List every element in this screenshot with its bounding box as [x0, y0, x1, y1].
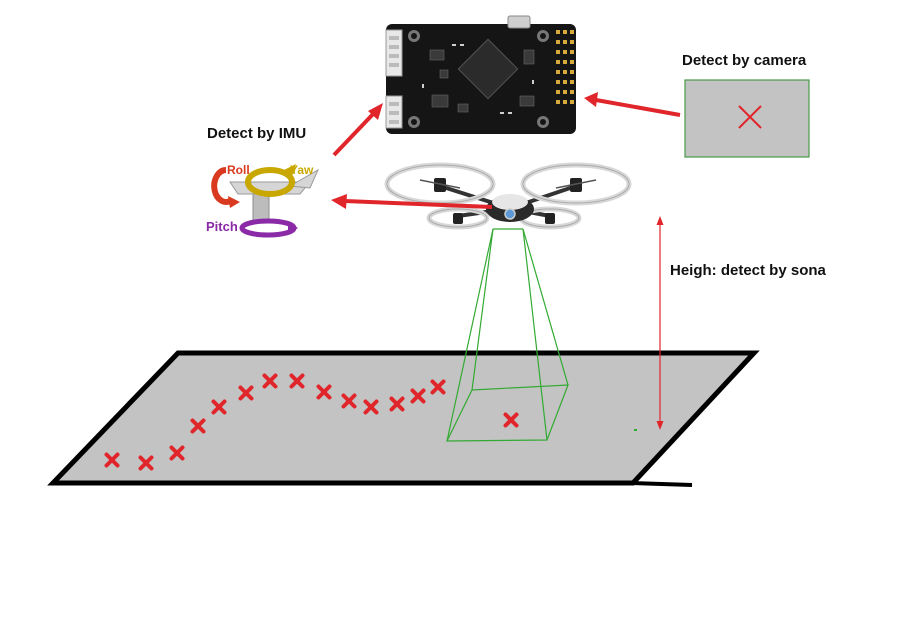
path-marker-x — [262, 373, 278, 389]
path-marker-x — [503, 412, 519, 428]
path-marker-x — [363, 399, 379, 415]
path-marker-x — [138, 455, 154, 471]
path-marker-x — [410, 388, 426, 404]
path-marker-x — [430, 379, 446, 395]
yaw-ring — [245, 167, 295, 197]
imu-axes-icon: Roll Yaw Pitch — [206, 163, 320, 238]
roll-arc — [211, 167, 234, 205]
path-marker-x — [389, 396, 405, 412]
arrow-drone-to-imu — [344, 199, 493, 209]
ground-plane — [47, 350, 760, 486]
pitch-ring — [239, 218, 297, 238]
path-marker-x — [190, 418, 206, 434]
height-arrow-head-top — [656, 216, 664, 225]
path-marker-x — [211, 399, 227, 415]
height-arrow — [656, 216, 664, 430]
imu-roll-label: Roll — [227, 163, 250, 177]
camera-target-x-icon — [684, 79, 810, 158]
path-marker-x — [316, 384, 332, 400]
arrow-camera-to-board — [595, 98, 681, 117]
arrow-icon — [331, 92, 681, 209]
camera-view-box — [684, 79, 810, 158]
height-sonar-label: Heigh: detect by sona — [670, 262, 826, 279]
path-marker-x — [104, 452, 120, 468]
path-markers — [104, 373, 519, 471]
height-arrow-head-bottom — [656, 421, 664, 430]
path-marker-x — [169, 445, 185, 461]
detect-by-imu-label: Detect by IMU — [207, 125, 307, 142]
path-marker-x — [238, 385, 254, 401]
path-marker-x — [341, 393, 357, 409]
path-marker-x — [289, 373, 305, 389]
imu-pitch-label: Pitch — [206, 219, 238, 234]
arrow-imu-to-board — [332, 110, 377, 157]
ground-extension-stroke — [632, 481, 693, 487]
flight-controller-board-icon — [385, 15, 576, 134]
imu-yaw-label: Yaw — [290, 163, 314, 177]
detect-by-camera-label: Detect by camera — [682, 52, 807, 69]
camera-frustum — [446, 228, 569, 442]
quadcopter-drone-icon — [384, 162, 632, 230]
